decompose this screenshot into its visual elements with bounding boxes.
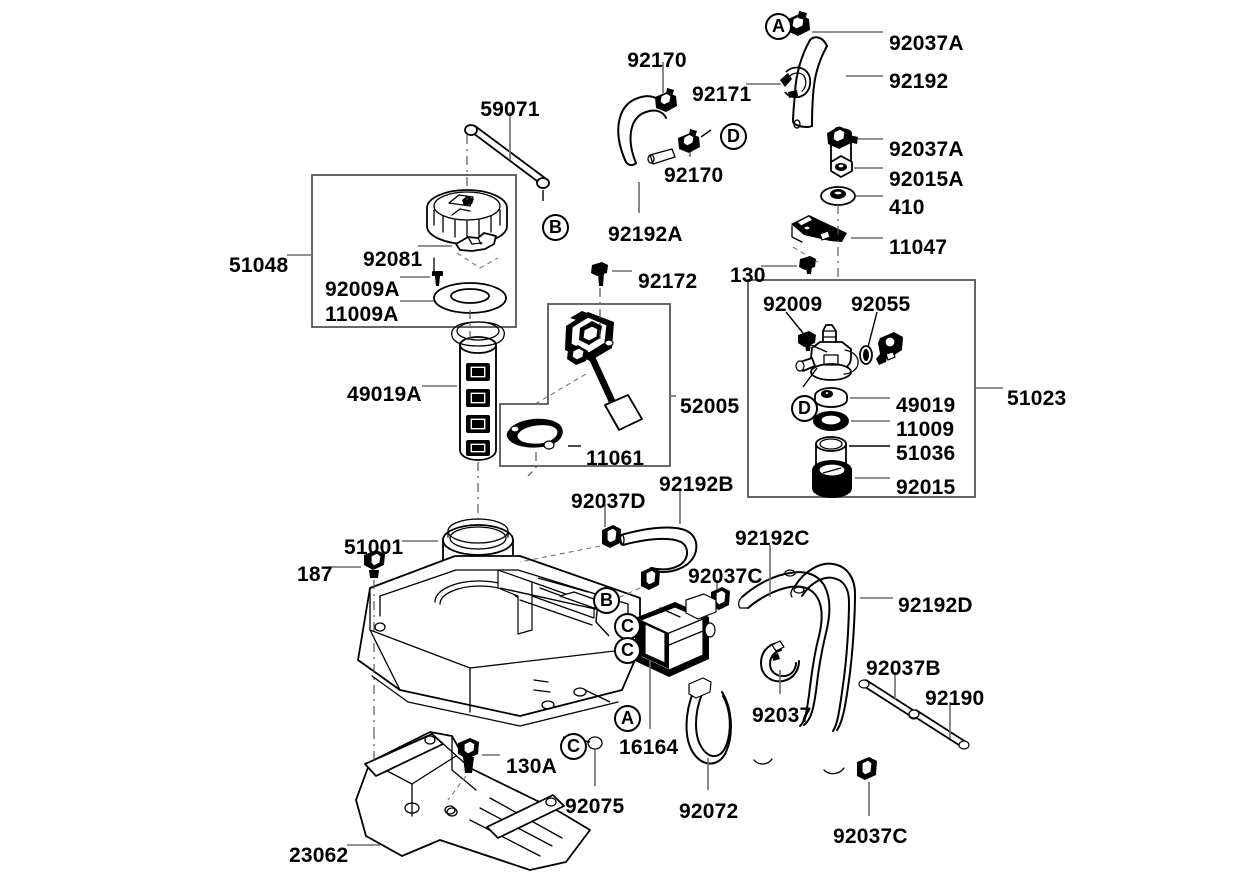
part-number-label: 92037C: [688, 565, 763, 588]
part-number-label: 92190: [925, 687, 985, 710]
part-number-label: 92192C: [735, 527, 810, 550]
part-number-label: 11061: [586, 447, 645, 470]
part-number-label: 92037A: [889, 138, 964, 161]
assembly-callout-c: C: [560, 733, 587, 760]
part-number-label: 92037A: [889, 32, 964, 55]
assembly-callout-c: C: [614, 637, 641, 664]
assembly-callout-b: B: [593, 587, 620, 614]
part-number-label: 11009A: [325, 303, 399, 326]
part-number-label: 92075: [565, 795, 625, 818]
part-number-label: 92009: [763, 293, 823, 316]
assembly-callout-a: A: [614, 705, 641, 732]
part-number-label: 92192B: [659, 473, 734, 496]
part-number-label: 11047: [889, 236, 948, 259]
part-number-label: 410: [889, 196, 925, 219]
part-number-label: 92171: [692, 83, 752, 106]
part-number-label: 11009: [896, 418, 955, 441]
part-number-label: 51001: [344, 536, 404, 559]
part-number-label: 92081: [363, 248, 423, 271]
part-number-label: 130A: [506, 755, 558, 778]
assembly-callout-c: C: [614, 613, 641, 640]
part-number-label: 92170: [627, 49, 687, 72]
part-number-label: 16164: [619, 736, 679, 759]
part-number-label: 92172: [638, 270, 698, 293]
assembly-callout-b: B: [542, 214, 569, 241]
part-number-label: 59071: [480, 98, 540, 121]
part-number-label: 92037B: [866, 657, 941, 680]
part-number-label: 92015A: [889, 168, 964, 191]
part-number-label: 92055: [851, 293, 911, 316]
part-number-label: 92015: [896, 476, 956, 499]
part-number-label: 51023: [1007, 387, 1067, 410]
part-number-label: 92037D: [571, 490, 646, 513]
part-number-label: 130: [730, 264, 766, 287]
part-number-label: 51048: [229, 254, 289, 277]
part-number-label: 92009A: [325, 278, 400, 301]
part-number-label: 92170: [664, 164, 724, 187]
part-number-label: 23062: [289, 844, 349, 867]
part-number-label: 92192D: [898, 594, 973, 617]
part-number-label: 92192: [889, 70, 949, 93]
part-number-label: 49019A: [347, 383, 422, 406]
part-number-label: 187: [297, 563, 333, 586]
part-number-label: 49019: [896, 394, 956, 417]
part-number-label: 52005: [680, 395, 740, 418]
part-number-label: 92192A: [608, 223, 683, 246]
assembly-callout-a: A: [765, 13, 792, 40]
part-number-label: 51036: [896, 442, 956, 465]
part-number-label: 92072: [679, 800, 739, 823]
assembly-callout-d: D: [791, 395, 818, 422]
assembly-callout-d: D: [720, 123, 747, 150]
part-number-label: 92037: [752, 704, 812, 727]
part-number-label: 92037C: [833, 825, 908, 848]
